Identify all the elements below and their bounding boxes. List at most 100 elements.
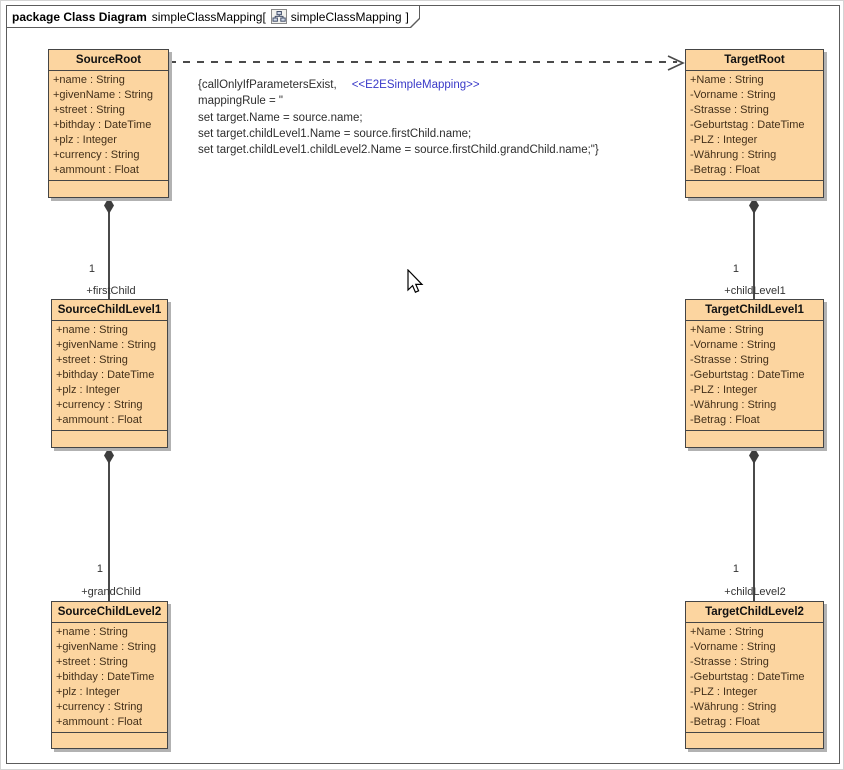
composition-diamond-icon: [749, 447, 759, 464]
diagram-frame-tab[interactable]: package Class Diagram simpleClassMapping…: [6, 5, 420, 28]
class-attributes: +Name : String -Vorname : String -Strasse …: [686, 70, 823, 180]
attribute-row: +Name : String: [690, 626, 764, 638]
multiplicity-label: 1: [96, 563, 103, 575]
class-sourcechildlevel1[interactable]: SourceChildLevel1 +name : String +givenNa…: [51, 299, 168, 448]
multiplicity-label: 1: [732, 563, 739, 575]
stereotype-label: <<E2ESimpleMapping>>: [351, 79, 480, 91]
constraint-text: {callOnlyIfParametersExist,: [198, 79, 337, 91]
mapping-note: {callOnlyIfParametersExist, <<E2ESimpleMa…: [198, 77, 599, 158]
attribute-row: +plz : Integer: [56, 384, 120, 396]
class-targetchildlevel2[interactable]: TargetChildLevel2 +Name : String-Vorname…: [685, 601, 824, 749]
composition-diamond-icon: [104, 197, 114, 214]
class-title: SourceChildLevel1: [57, 304, 162, 316]
class-attributes: +name : String +givenName : String +street…: [52, 320, 167, 430]
class-title: TargetChildLevel2: [705, 606, 804, 618]
class-operations-empty: [686, 180, 823, 197]
note-constraint-line: {callOnlyIfParametersExist, <<E2ESimpleMa…: [198, 77, 599, 93]
attribute-row: -Geburtstag : DateTime: [690, 671, 805, 683]
class-attributes: +name : String +givenName : String +street…: [49, 70, 168, 180]
attribute-row: -Betrag : Float: [690, 716, 760, 728]
attribute-row: -Betrag : Float: [690, 164, 760, 176]
attribute-row: -Währung : String: [690, 399, 777, 411]
attribute-row: +name : String: [56, 324, 128, 336]
diagram-icon: [271, 9, 287, 24]
frame-keyword: package Class Diagram: [12, 9, 147, 24]
class-operations-empty: [686, 430, 823, 447]
note-rule-line: set target.Name = source.name;: [198, 111, 363, 124]
attribute-row: -Strasse : String: [690, 354, 769, 366]
attribute-row: +name : String: [53, 74, 125, 86]
composition-connector-source-upper[interactable]: [108, 198, 110, 299]
attribute-row: -Vorname : String: [690, 89, 776, 101]
role-label-firstChild: +firstChild: [86, 285, 136, 297]
note-rule-line: mappingRule = ": [198, 95, 283, 108]
open-arrowhead-icon: [667, 55, 685, 71]
attribute-row: -PLZ : Integer: [690, 384, 758, 396]
attribute-row: +givenName : String: [53, 89, 153, 101]
note-rule-line: set target.childLevel1.childLevel2.Name …: [198, 144, 599, 157]
composition-connector-target-lower[interactable]: [753, 448, 755, 601]
attribute-row: +ammount : Float: [56, 414, 142, 426]
class-sourcechildlevel2[interactable]: SourceChildLevel2 +name : String +givenNa…: [51, 601, 168, 749]
attribute-row: +givenName : String: [56, 339, 156, 351]
class-operations-empty: [52, 732, 167, 748]
attribute-row: -PLZ : Integer: [690, 686, 758, 698]
attribute-row: -Betrag : Float: [690, 414, 760, 426]
attribute-row: -PLZ : Integer: [690, 134, 758, 146]
note-rule-lines: mappingRule = " set target.Name = source.…: [198, 93, 599, 158]
class-operations-empty: [686, 732, 823, 748]
attribute-row: -Strasse : String: [690, 656, 769, 668]
attribute-row: +ammount : Float: [56, 716, 142, 728]
attribute-row: +name : String: [56, 626, 128, 638]
role-label-grandChild: +grandChild: [81, 586, 141, 598]
attribute-row: +givenName : String: [56, 641, 156, 653]
attribute-row: +currency : String: [53, 149, 140, 161]
class-title: TargetChildLevel1: [705, 304, 804, 316]
mouse-cursor-icon: [407, 269, 424, 293]
attribute-row: +plz : Integer: [53, 134, 117, 146]
attribute-row: +street : String: [56, 656, 128, 668]
multiplicity-label: 1: [88, 263, 95, 275]
attribute-row: +street : String: [53, 104, 125, 116]
class-title: SourceChildLevel2: [57, 606, 162, 618]
attribute-row: +Name : String: [690, 324, 764, 336]
attribute-row: -Strasse : String: [690, 104, 769, 116]
class-title: SourceRoot: [75, 54, 142, 66]
class-attributes: +Name : String -Vorname : String -Strasse …: [686, 320, 823, 430]
frame-context: simpleClassMapping[: [151, 9, 266, 24]
class-operations-empty: [49, 180, 168, 197]
class-attributes: +name : String +givenName : String +street…: [52, 622, 167, 732]
attribute-row: +bithday : DateTime: [56, 671, 155, 683]
attribute-row: -Währung : String: [690, 701, 777, 713]
attribute-row: -Währung : String: [690, 149, 777, 161]
attribute-row: -Geburtstag : DateTime: [690, 369, 805, 381]
note-rule-line: set target.childLevel1.Name = source.fir…: [198, 127, 472, 140]
composition-diamond-icon: [749, 197, 759, 214]
attribute-row: +plz : Integer: [56, 686, 120, 698]
attribute-row: +Name : String: [690, 74, 764, 86]
attribute-row: +bithday : DateTime: [53, 119, 152, 131]
frame-bracket-close: ]: [405, 9, 409, 24]
class-targetchildlevel1[interactable]: TargetChildLevel1 +Name : String -Vorname…: [685, 299, 824, 448]
attribute-row: +bithday : DateTime: [56, 369, 155, 381]
class-targetroot[interactable]: TargetRoot +Name : String -Vorname : Stri…: [685, 49, 824, 198]
attribute-row: +street : String: [56, 354, 128, 366]
frame-diagram-name: simpleClassMapping: [290, 9, 402, 24]
composition-diamond-icon: [104, 447, 114, 464]
role-label-childLevel1: +childLevel1: [724, 285, 786, 297]
dependency-connector[interactable]: [169, 61, 677, 63]
composition-connector-target-upper[interactable]: [753, 198, 755, 299]
class-sourceroot[interactable]: SourceRoot +name : String +givenName : St…: [48, 49, 169, 198]
class-title: TargetRoot: [724, 54, 785, 66]
attribute-row: +ammount : Float: [53, 164, 139, 176]
attribute-row: +currency : String: [56, 399, 143, 411]
role-label-childLevel2: +childLevel2: [724, 586, 786, 598]
attribute-row: -Geburtstag : DateTime: [690, 119, 805, 131]
class-operations-empty: [52, 430, 167, 447]
attribute-row: +currency : String: [56, 701, 143, 713]
composition-connector-source-lower[interactable]: [108, 448, 110, 601]
class-attributes: +Name : String-Vorname : String-Strasse …: [686, 622, 823, 732]
attribute-row: -Vorname : String: [690, 339, 776, 351]
multiplicity-label: 1: [732, 263, 739, 275]
